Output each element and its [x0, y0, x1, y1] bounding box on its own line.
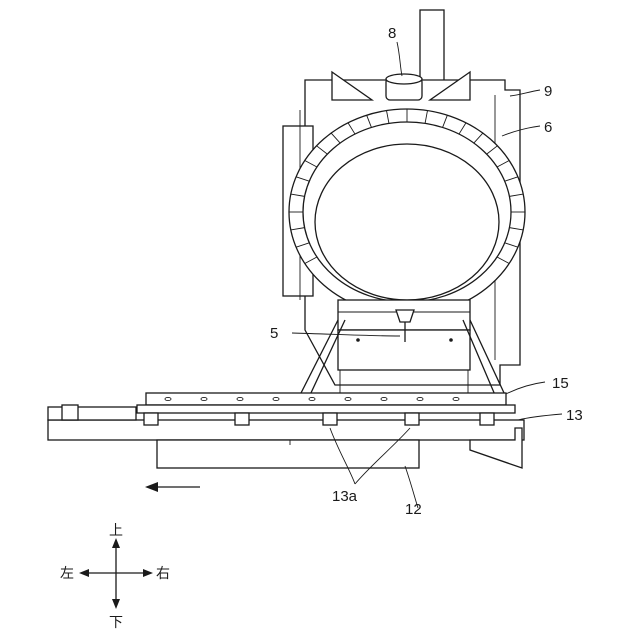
- saddle: [157, 440, 419, 468]
- label-spindle-head: 8: [388, 25, 396, 42]
- label-saddle: 12: [405, 501, 422, 518]
- label-tool-magazine: 6: [544, 119, 552, 136]
- label-spindle: 5: [270, 325, 278, 342]
- table: [137, 393, 515, 413]
- label-table-supports: 13a: [332, 488, 358, 505]
- direction-right-label: 右: [156, 566, 170, 582]
- direction-down-label: 下: [109, 615, 123, 631]
- direction-up-label: 上: [109, 523, 123, 539]
- motion-arrow: [145, 482, 200, 492]
- label-bed: 13: [566, 407, 583, 424]
- spindle-head: [386, 74, 422, 100]
- label-column: 9: [544, 83, 552, 100]
- label-table: 15: [552, 375, 569, 392]
- direction-legend: 上 下 左 右: [60, 523, 170, 631]
- tool-magazine: [289, 109, 525, 315]
- direction-left-label: 左: [60, 566, 74, 582]
